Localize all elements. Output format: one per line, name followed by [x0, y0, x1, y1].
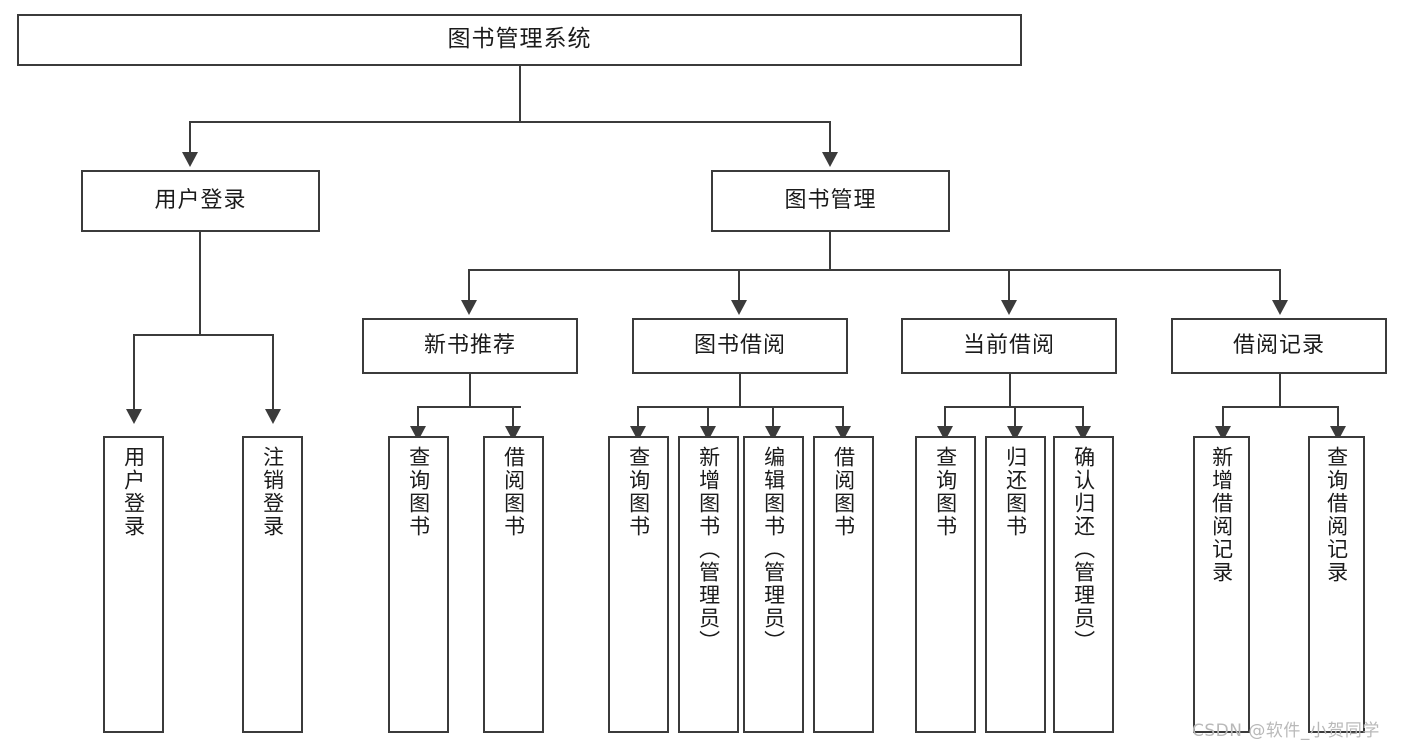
leaf-book-borrow-edit-book-admin[interactable]: 编辑图书（管理员）	[743, 436, 804, 733]
node-label: 查询图书	[626, 446, 651, 538]
connector-new-book-leaf2	[512, 406, 514, 428]
node-book-management[interactable]: 图书管理	[711, 170, 950, 232]
connector-user-login-leaf2	[272, 334, 274, 411]
connector-user-login-leaf1	[133, 334, 135, 411]
connector-current-borrow-stem	[1009, 374, 1011, 408]
leaf-user-login-login[interactable]: 用户登录	[103, 436, 164, 733]
arrowhead-to-current-borrow	[1001, 300, 1017, 315]
connector-borrow-record-leaf1	[1222, 406, 1224, 428]
node-label: 新增图书（管理员）	[696, 446, 721, 653]
node-current-borrow[interactable]: 当前借阅	[901, 318, 1117, 374]
connector-borrow-record-leaf2	[1337, 406, 1339, 428]
connector-to-borrow-record	[1279, 269, 1281, 302]
node-label: 查询借阅记录	[1324, 446, 1349, 584]
arrowhead-user-login-leaf1	[126, 409, 142, 424]
leaf-book-borrow-add-book-admin[interactable]: 新增图书（管理员）	[678, 436, 739, 733]
node-label: 图书管理系统	[447, 26, 592, 53]
node-label: 查询图书	[933, 446, 958, 538]
arrowhead-to-user-login	[182, 152, 198, 167]
leaf-borrow-record-add-record[interactable]: 新增借阅记录	[1193, 436, 1250, 733]
connector-book-borrow-bar	[637, 406, 843, 408]
node-label: 当前借阅	[962, 332, 1055, 358]
connector-book-borrow-stem	[739, 374, 741, 408]
node-label: 归还图书	[1003, 446, 1028, 538]
connector-borrow-record-bar	[1222, 406, 1338, 408]
connector-to-book-management	[829, 121, 831, 154]
connector-to-current-borrow	[1008, 269, 1010, 302]
connector-to-user-login	[189, 121, 191, 154]
node-label: 借阅图书	[501, 446, 526, 538]
leaf-borrow-record-query-record[interactable]: 查询借阅记录	[1308, 436, 1365, 733]
node-label: 图书管理	[784, 187, 877, 213]
connector-current-borrow-leaf1	[944, 406, 946, 428]
watermark-text: CSDN @软件_小贺同学	[1192, 721, 1380, 741]
connector-level2-bar	[189, 121, 831, 123]
leaf-book-borrow-borrow-book[interactable]: 借阅图书	[813, 436, 874, 733]
arrowhead-to-book-borrow	[731, 300, 747, 315]
connector-borrow-record-stem	[1279, 374, 1281, 408]
connector-to-new-book-recommend	[468, 269, 470, 302]
connector-book-borrow-leaf2	[707, 406, 709, 428]
node-label: 用户登录	[121, 446, 146, 538]
connector-user-login-stem	[199, 232, 201, 336]
arrowhead-to-new-book-recommend	[461, 300, 477, 315]
node-label: 借阅记录	[1232, 332, 1325, 358]
node-label: 新书推荐	[423, 332, 516, 358]
connector-user-login-bar	[133, 334, 273, 336]
node-label: 新增借阅记录	[1209, 446, 1234, 584]
connector-current-borrow-leaf2	[1014, 406, 1016, 428]
node-borrow-record[interactable]: 借阅记录	[1171, 318, 1387, 374]
connector-book-borrow-leaf3	[772, 406, 774, 428]
node-label: 确认归还（管理员）	[1071, 446, 1096, 653]
leaf-current-borrow-confirm-return-admin[interactable]: 确认归还（管理员）	[1053, 436, 1114, 733]
connector-new-book-bar	[417, 406, 521, 408]
leaf-new-book-query-book[interactable]: 查询图书	[388, 436, 449, 733]
node-label: 借阅图书	[831, 446, 856, 538]
node-root-book-management-system[interactable]: 图书管理系统	[17, 14, 1022, 66]
arrowhead-user-login-leaf2	[265, 409, 281, 424]
node-label: 编辑图书（管理员）	[761, 446, 786, 653]
leaf-book-borrow-query-book[interactable]: 查询图书	[608, 436, 669, 733]
connector-book-borrow-leaf4	[842, 406, 844, 428]
node-label: 用户登录	[154, 187, 247, 213]
leaf-current-borrow-return-book[interactable]: 归还图书	[985, 436, 1046, 733]
connector-book-management-stem	[829, 232, 831, 270]
arrowhead-to-book-management	[822, 152, 838, 167]
connector-current-borrow-bar	[944, 406, 1083, 408]
connector-new-book-stem	[469, 374, 471, 408]
node-label: 注销登录	[260, 446, 285, 538]
connector-level3-bar	[468, 269, 1280, 271]
node-label: 图书借阅	[693, 332, 786, 358]
connector-root-stem	[519, 66, 521, 122]
arrowhead-to-borrow-record	[1272, 300, 1288, 315]
leaf-user-login-logout[interactable]: 注销登录	[242, 436, 303, 733]
connector-new-book-leaf1	[417, 406, 419, 428]
node-user-login[interactable]: 用户登录	[81, 170, 320, 232]
node-book-borrow[interactable]: 图书借阅	[632, 318, 848, 374]
connector-book-borrow-leaf1	[637, 406, 639, 428]
leaf-current-borrow-query-book[interactable]: 查询图书	[915, 436, 976, 733]
node-label: 查询图书	[406, 446, 431, 538]
leaf-new-book-borrow-book[interactable]: 借阅图书	[483, 436, 544, 733]
connector-current-borrow-leaf3	[1082, 406, 1084, 428]
node-new-book-recommend[interactable]: 新书推荐	[362, 318, 578, 374]
connector-to-book-borrow	[738, 269, 740, 302]
